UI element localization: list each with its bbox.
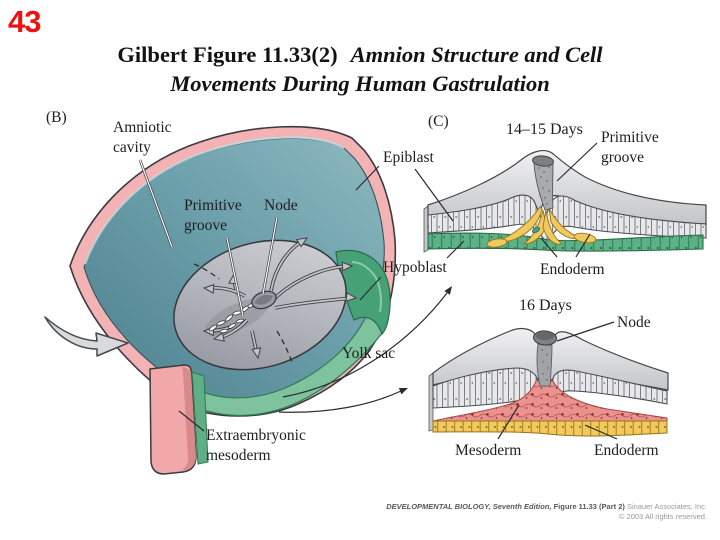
title-line-1: Gilbert Figure 11.33(2) Amnion Structure … (0, 40, 720, 69)
credit-figure-ref: Figure 11.33 (Part 2) (553, 502, 625, 511)
label-endoderm-top: Endoderm (540, 261, 605, 278)
node-shape (251, 290, 277, 310)
panel-b-tag: (B) (46, 109, 67, 126)
leader-lines-white (138, 159, 279, 317)
entry-arrow (44, 316, 129, 357)
primitive-groove-funnel (532, 155, 554, 211)
label-hypoblast: Hypoblast (383, 259, 447, 276)
label-primitive-groove-b-line1: Primitive (184, 197, 242, 214)
panel-b-illustration (44, 125, 397, 475)
credit-rights: © 2003 All rights reserved. (618, 511, 707, 521)
node-funnel (532, 330, 558, 387)
title-line-2: Movements During Human Gastrulation (170, 71, 550, 96)
cell-movement-arrows (202, 237, 358, 360)
epiblast-cell-layer-right (549, 369, 668, 405)
leader-lines-dark (178, 142, 618, 440)
label-primitive-groove-b-line2: groove (184, 217, 227, 234)
section-connector-arrows (278, 286, 452, 413)
label-epiblast: Epiblast (383, 149, 434, 166)
credit-line-1: DEVELOPMENTAL BIOLOGY, Seventh Edition, … (386, 502, 707, 512)
extraembryonic-mesoderm-strap (149, 364, 209, 475)
section-16-days (428, 327, 669, 437)
title-italic-part: Amnion Structure and Cell (350, 42, 603, 67)
stage-16-days: 16 Days (519, 297, 572, 314)
epiblast-cell-layer (427, 194, 707, 244)
ingressing-cell-green (531, 226, 541, 234)
label-endoderm-bottom: Endoderm (594, 442, 659, 459)
label-node-b: Node (264, 197, 298, 214)
slide-number: 43 (8, 4, 41, 39)
midline-dashed (276, 330, 293, 363)
label-extraembryonic-line1: Extraembryonic (206, 427, 306, 444)
credit-book-title: DEVELOPMENTAL BIOLOGY, Seventh Edition, (386, 502, 552, 511)
amnion-rim-highlight (83, 136, 345, 265)
epiblast-cell-layer-left (432, 367, 541, 409)
yolk-sac-bulge (335, 249, 391, 336)
label-amniotic-cavity-line2: cavity (113, 139, 151, 156)
panel-c-tag: (C) (428, 113, 449, 130)
label-node-c: Node (617, 314, 651, 331)
midline-dashed (193, 263, 220, 280)
label-yolk-sac: Yolk sac (342, 345, 395, 362)
yolk-sac-bulge-highlight (351, 261, 382, 313)
label-primitive-groove-c-line1: Primitive (601, 129, 659, 146)
title-figure-ref: Gilbert Figure 11.33(2) (117, 42, 338, 67)
section-14-15-days (423, 150, 707, 253)
label-amniotic-cavity-line1: Amniotic (113, 119, 172, 136)
stage-14-15-days: 14–15 Days (506, 121, 583, 138)
label-primitive-groove-c-line2: groove (601, 149, 644, 166)
endoderm-ingressing-cells (486, 206, 597, 248)
endoderm-cell-layer (432, 420, 668, 437)
label-extraembryonic-line2: mesoderm (206, 447, 271, 464)
section-cut-face (423, 205, 429, 253)
label-mesoderm: Mesoderm (455, 442, 521, 459)
credit-publisher: Sinauer Associates, Inc. (626, 502, 707, 511)
slide-title: Gilbert Figure 11.33(2) Amnion Structure … (0, 40, 720, 98)
primitive-streak-shadow (205, 298, 269, 336)
copyright-credit: DEVELOPMENTAL BIOLOGY, Seventh Edition, … (386, 502, 707, 521)
